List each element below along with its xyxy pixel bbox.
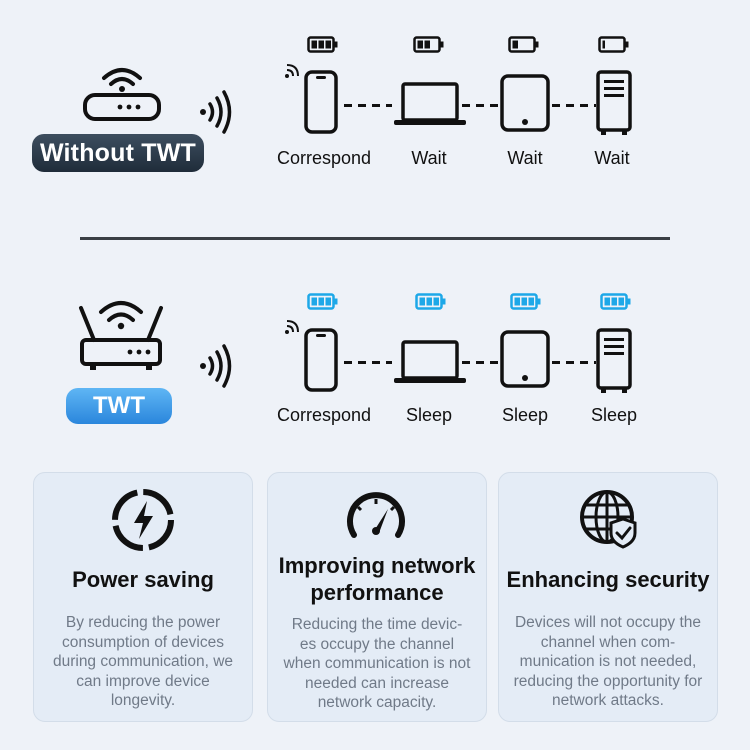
feature-card-security: Enhancing security Devices will not occu… (498, 472, 718, 722)
signal-waves-icon (200, 344, 232, 388)
battery-cell (424, 40, 430, 49)
battery-icon (508, 36, 539, 53)
phone-icon (304, 70, 338, 134)
connector-dash (462, 104, 502, 107)
laptop-icon (394, 82, 466, 125)
battery-icon (598, 36, 629, 53)
battery-cell (604, 297, 610, 306)
card-description: By reducing the power consumption of dev… (52, 614, 234, 709)
battery-cell (318, 40, 324, 49)
battery-cell (426, 297, 432, 306)
card-title: Enhancing security (506, 567, 710, 592)
battery-cell (419, 297, 425, 306)
connector-dash (462, 361, 502, 364)
card-description: Devices will not occupy the channel when… (513, 614, 703, 709)
device-label: Correspond (276, 405, 372, 425)
connector-dash (344, 104, 392, 107)
battery-icon (600, 293, 631, 310)
battery-cell (325, 40, 331, 49)
card-title-line1: Improving network (278, 553, 476, 578)
battery-cell (311, 297, 317, 306)
phone-icon (304, 328, 338, 392)
feature-card-performance: Improving network performance Reducing t… (267, 472, 487, 722)
secure-globe-icon (580, 490, 637, 549)
battery-cell (611, 297, 617, 306)
speedometer-icon (347, 492, 405, 538)
battery-cell (602, 40, 605, 49)
device-label: Correspond (276, 148, 372, 168)
battery-cell (318, 297, 324, 306)
tablet-icon (500, 330, 550, 388)
connector-dash (552, 361, 596, 364)
battery-icon (415, 293, 446, 310)
without-twt-badge: Without TWT (32, 134, 204, 172)
power-cycle-icon (112, 489, 174, 551)
battery-cell (417, 40, 423, 49)
section-divider (80, 237, 670, 240)
desktop-tower-icon (596, 328, 632, 393)
router-icon (83, 68, 161, 121)
tablet-icon (500, 74, 550, 132)
battery-icon (307, 293, 338, 310)
battery-cell (528, 297, 534, 306)
wifi-small-icon (285, 64, 299, 78)
device-label: Sleep (405, 405, 453, 425)
battery-icon (413, 36, 444, 53)
battery-cell (512, 40, 518, 49)
battery-cell (311, 40, 317, 49)
router-antenna-icon (79, 301, 163, 370)
battery-icon (510, 293, 541, 310)
device-label: Wait (411, 148, 447, 168)
signal-waves-icon (200, 90, 232, 134)
card-title: Power saving (72, 567, 214, 592)
device-label: Wait (594, 148, 630, 168)
connector-dash (344, 361, 392, 364)
device-label: Wait (507, 148, 543, 168)
battery-cell (618, 297, 624, 306)
battery-icon (307, 36, 338, 53)
battery-cell (325, 297, 331, 306)
device-label: Sleep (590, 405, 638, 425)
battery-cell (433, 297, 439, 306)
connector-dash (552, 104, 596, 107)
feature-card-power: Power saving By reducing the power consu… (33, 472, 253, 722)
wifi-small-icon (285, 320, 299, 334)
desktop-tower-icon (596, 70, 632, 135)
battery-cell (521, 297, 527, 306)
laptop-icon (394, 340, 466, 383)
card-description: Reducing the time devic- es occupy the c… (283, 616, 471, 711)
card-title-line2: performance (310, 580, 444, 605)
battery-cell (514, 297, 520, 306)
device-label: Sleep (501, 405, 549, 425)
twt-badge: TWT (66, 388, 172, 424)
